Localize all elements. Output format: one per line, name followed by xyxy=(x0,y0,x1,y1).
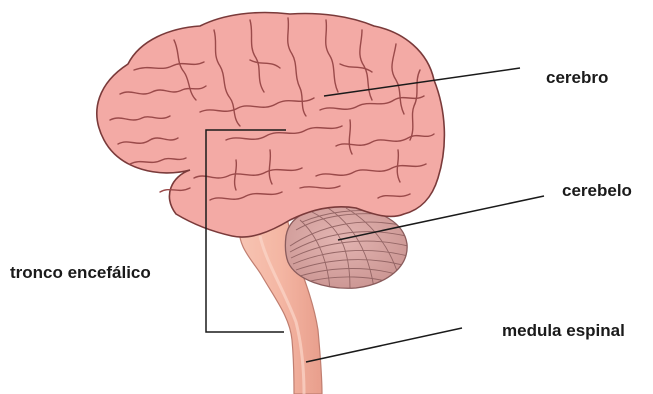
label-tronco-encefalico: tronco encefálico xyxy=(10,263,151,283)
cerebrum xyxy=(97,13,445,238)
label-medula-espinal: medula espinal xyxy=(502,321,625,341)
cerebellum xyxy=(285,206,408,290)
label-cerebelo: cerebelo xyxy=(562,181,632,201)
medula-leader xyxy=(306,328,462,362)
label-cerebro: cerebro xyxy=(546,68,608,88)
